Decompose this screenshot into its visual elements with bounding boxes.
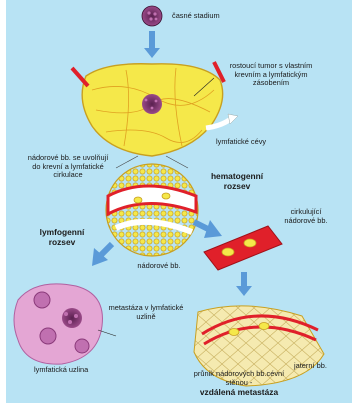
label-lymph-vessels: lymfatické cévy <box>216 138 266 147</box>
label-growing-tumor: rostoucí tumor s vlastním krevním a lymf… <box>216 62 326 88</box>
arrow-to-lymph-node <box>100 244 112 256</box>
growing-tumor <box>72 62 224 156</box>
label-lymph-node-metastasis: metastáza v lymfatické uzlině <box>106 304 186 321</box>
lymph-node <box>14 284 102 364</box>
diagram-panel: časné stadium rostoucí tumor s vlastním … <box>6 0 352 403</box>
label-released-cells: nádorové bb. se uvolňují do krevní a lym… <box>26 154 110 180</box>
magnified-tissue <box>106 164 198 256</box>
label-distant-metastasis: vzdálená metastáza <box>184 388 294 398</box>
label-hematogenous: hematogenní rozsev <box>202 172 272 191</box>
early-stage-cluster <box>142 6 162 26</box>
label-lymphogenous: lymfogenní rozsev <box>26 228 98 247</box>
label-circulating-cells: cirkulující nádorové bb. <box>276 208 336 225</box>
label-tumor-cells: nádorové bb. <box>124 262 194 271</box>
label-penetration: průnik nádorových bb.cévní stěnou - <box>184 370 294 387</box>
label-lymph-node: lymfatická uzlina <box>34 366 88 375</box>
label-early-stage: časné stadium <box>172 12 220 21</box>
label-liver-cells: jaterní bb. <box>294 362 327 371</box>
